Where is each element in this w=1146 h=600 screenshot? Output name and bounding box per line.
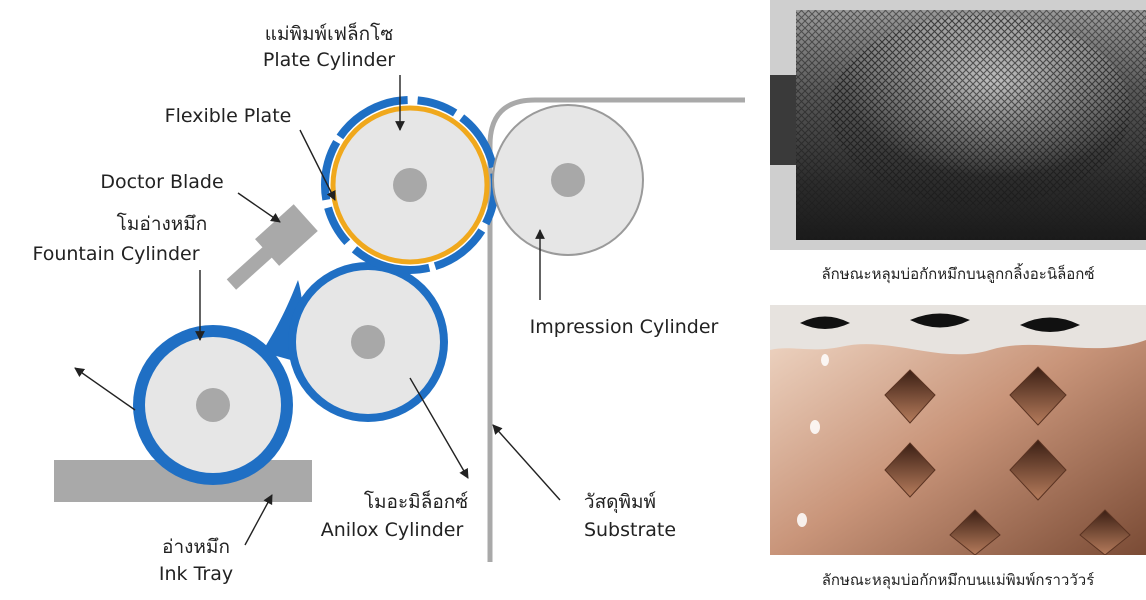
label-doctor-blade: Doctor Blade bbox=[100, 171, 223, 193]
label-ink-tray-th: อ่างหมึก bbox=[162, 536, 230, 558]
label-anilox-cylinder-th: โมอะมิล็อกซ์ bbox=[364, 489, 468, 513]
impression-cylinder bbox=[492, 104, 644, 256]
label-ink-tray-en: Ink Tray bbox=[159, 563, 233, 585]
anilox-cells-caption: ลักษณะหลุมบ่อกักหมึกบนลูกกลิ้งอะนิล็อกซ์ bbox=[821, 265, 1095, 283]
label-fountain-cylinder-th: โมอ่างหมึก bbox=[117, 212, 208, 235]
gravure-cells-photo bbox=[770, 305, 1146, 555]
label-flexible-plate: Flexible Plate bbox=[165, 105, 292, 127]
label-fountain-cylinder-en: Fountain Cylinder bbox=[32, 243, 199, 265]
label-substrate-th: วัสดุพิมพ์ bbox=[584, 491, 656, 514]
anilox-roller-photo bbox=[770, 0, 1146, 250]
substrate-web bbox=[487, 97, 745, 562]
label-substrate-en: Substrate bbox=[584, 519, 676, 541]
plate-cylinder bbox=[321, 96, 499, 274]
flexo-printing-diagram: แม่พิมพ์เฟล็กโซ Plate Cylinder Flexible … bbox=[32, 21, 745, 585]
fountain-cylinder bbox=[133, 280, 304, 485]
label-plate-cylinder-en: Plate Cylinder bbox=[263, 49, 395, 71]
label-plate-cylinder-th: แม่พิมพ์เฟล็กโซ bbox=[265, 21, 394, 45]
label-anilox-cylinder-en: Anilox Cylinder bbox=[321, 519, 464, 541]
doctor-blade bbox=[226, 204, 318, 290]
leader-arrows bbox=[74, 75, 561, 546]
anilox-cylinder bbox=[288, 262, 448, 422]
gravure-cells-caption: ลักษณะหลุมบ่อกักหมึกบนแม่พิมพ์กราววัวร์ bbox=[821, 571, 1095, 589]
label-impression-cylinder: Impression Cylinder bbox=[530, 316, 719, 338]
